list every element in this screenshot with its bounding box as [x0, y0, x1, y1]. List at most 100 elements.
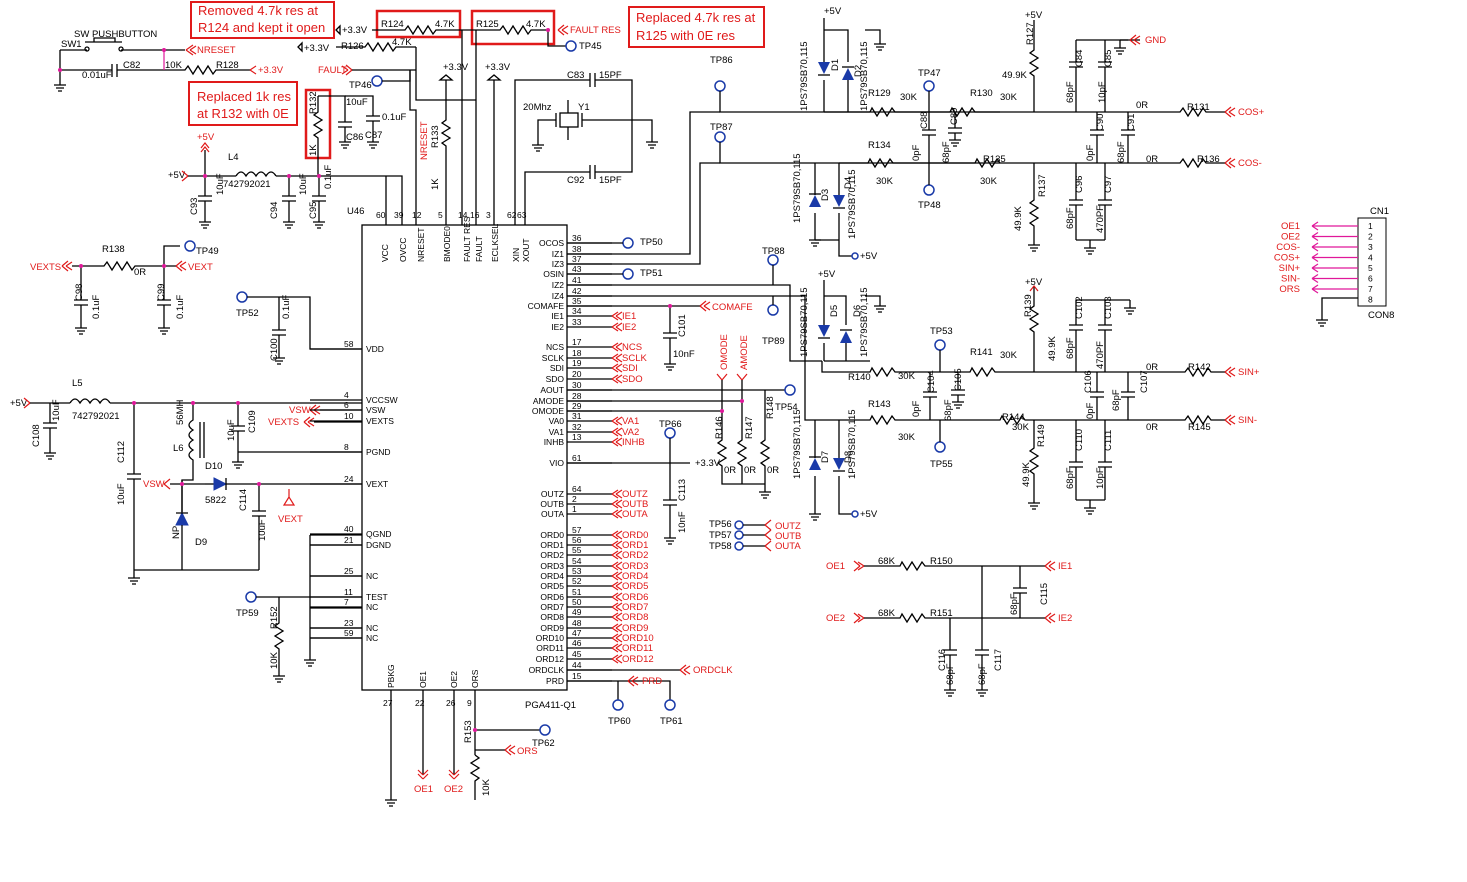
l4-inductor: +5V +5V L4 742792021 — [168, 132, 300, 190]
svg-text:0R: 0R — [1146, 154, 1158, 165]
svg-text:L5: L5 — [72, 378, 83, 389]
svg-text:10K: 10K — [481, 778, 492, 796]
r132-resistor: R132 1K — [308, 91, 324, 158]
connector-pin-number: 8 — [1368, 295, 1373, 305]
connector-net-label: SIN- — [1281, 274, 1300, 285]
svg-text:C85: C85 — [1103, 50, 1114, 67]
svg-text:TP61: TP61 — [660, 716, 683, 727]
pin-text: 28 — [572, 391, 582, 401]
tp50-testpoint — [622, 237, 634, 249]
wire — [567, 400, 742, 412]
wire — [382, 70, 411, 82]
pin-text: XOUT — [521, 238, 531, 262]
arrow-icon — [611, 311, 623, 321]
r153-resistor: R153 10K TP62 ORS — [463, 720, 555, 800]
svg-text:30K: 30K — [898, 371, 916, 382]
svg-text:68pF: 68pF — [1065, 207, 1076, 229]
svg-text:470PF: 470PF — [1095, 341, 1106, 369]
pin-text: FAULT — [474, 236, 484, 262]
ground — [128, 569, 259, 585]
svg-text:1K: 1K — [430, 178, 441, 190]
pin-text: 52 — [572, 576, 582, 586]
connector-wire — [1311, 253, 1358, 262]
svg-text:30K: 30K — [900, 92, 918, 103]
svg-text:10uF: 10uF — [257, 519, 268, 541]
c98-capacitor: C98 0.1uF — [74, 266, 102, 335]
c109-capacitor: C109 10uF — [226, 403, 258, 469]
pin-text: IZ2 — [552, 280, 565, 290]
pin-text: ORD12 — [622, 654, 654, 665]
svg-text:OUTB: OUTB — [775, 531, 801, 542]
svg-text:C102: C102 — [1074, 296, 1085, 319]
svg-text:10nF: 10nF — [673, 349, 695, 360]
pin-text: VEXTS — [366, 416, 394, 426]
svg-text:R133: R133 — [430, 125, 441, 148]
c82-capacitor: C82 0.01uF — [60, 60, 165, 81]
svg-text:1K: 1K — [308, 144, 319, 156]
svg-text:TP59: TP59 — [236, 608, 259, 619]
svg-text:15PF: 15PF — [599, 70, 622, 81]
svg-text:C82: C82 — [123, 60, 140, 71]
svg-text:C88: C88 — [919, 112, 930, 129]
pin-text: QGND — [366, 529, 392, 539]
svg-text:68pF: 68pF — [977, 663, 988, 685]
svg-text:D5: D5 — [829, 305, 840, 317]
svg-text:4.7K: 4.7K — [526, 19, 546, 30]
arrow-icon — [611, 623, 623, 633]
svg-text:68K: 68K — [878, 556, 896, 567]
pin-text: ORD5 — [540, 581, 564, 591]
pin-text: 38 — [572, 244, 582, 254]
svg-text:at R132 with 0E: at R132 with 0E — [197, 106, 289, 121]
pin-text: ORD3 — [622, 561, 648, 572]
pin-text: NCS — [546, 342, 564, 352]
svg-text:0R: 0R — [1136, 100, 1148, 111]
svg-text:30K: 30K — [980, 176, 998, 187]
svg-text:5822: 5822 — [205, 495, 226, 506]
svg-text:68pF: 68pF — [1065, 467, 1076, 489]
svg-text:10uF: 10uF — [116, 483, 127, 505]
svg-text:R124: R124 — [381, 19, 404, 30]
svg-text:TP50: TP50 — [640, 237, 663, 248]
pin-text: 44 — [572, 660, 582, 670]
pin-text: 13 — [572, 432, 582, 442]
arrow-icon — [611, 633, 623, 643]
pin-text: ORD9 — [540, 623, 564, 633]
connector-pin-number: 1 — [1368, 221, 1373, 231]
d9-diode: NP D9 — [171, 480, 207, 570]
svg-text:+3.3V: +3.3V — [304, 43, 330, 54]
svg-text:R150: R150 — [930, 556, 953, 567]
arrow-icon — [185, 44, 197, 56]
svg-text:10pF: 10pF — [1097, 81, 1108, 103]
pin-text: TEST — [366, 592, 388, 602]
svg-text:D1: D1 — [830, 59, 841, 71]
pin-text: ORD8 — [540, 612, 564, 622]
svg-text:R131: R131 — [1187, 102, 1210, 113]
pin-text: 23 — [344, 618, 354, 628]
svg-text:10uF: 10uF — [226, 419, 237, 441]
arrow-icon — [699, 300, 711, 312]
pin-text: NRESET — [416, 228, 426, 262]
svg-text:OE1: OE1 — [826, 561, 845, 572]
wire — [567, 284, 822, 421]
svg-text:742792021: 742792021 — [72, 411, 120, 422]
c86-capacitor: 10uF C86 — [318, 95, 368, 149]
pin-text: XIN — [511, 248, 521, 262]
connector-net-label: OE2 — [1281, 232, 1300, 243]
svg-text:C109: C109 — [247, 410, 258, 433]
arrow-icon — [611, 363, 623, 373]
note-r132: Replaced 1k res at R132 with 0E — [188, 81, 298, 126]
wire — [567, 111, 720, 265]
svg-text:0.1uF: 0.1uF — [175, 295, 186, 319]
svg-text:+5V: +5V — [818, 269, 836, 280]
svg-text:1PS79SB70,115: 1PS79SB70,115 — [799, 287, 810, 357]
svg-text:NP: NP — [171, 526, 182, 539]
pin-text: 43 — [572, 264, 582, 274]
pin-text: VA1 — [549, 427, 565, 437]
pin-text: OCOS — [539, 238, 564, 248]
svg-text:VSW: VSW — [143, 479, 165, 490]
pin-text: 40 — [344, 524, 354, 534]
pin-text: 45 — [572, 649, 582, 659]
junction — [317, 174, 321, 178]
tp56-58-testpoints: TP56 TP57 TP58 OUTZ OUTB OUTA — [709, 519, 801, 552]
